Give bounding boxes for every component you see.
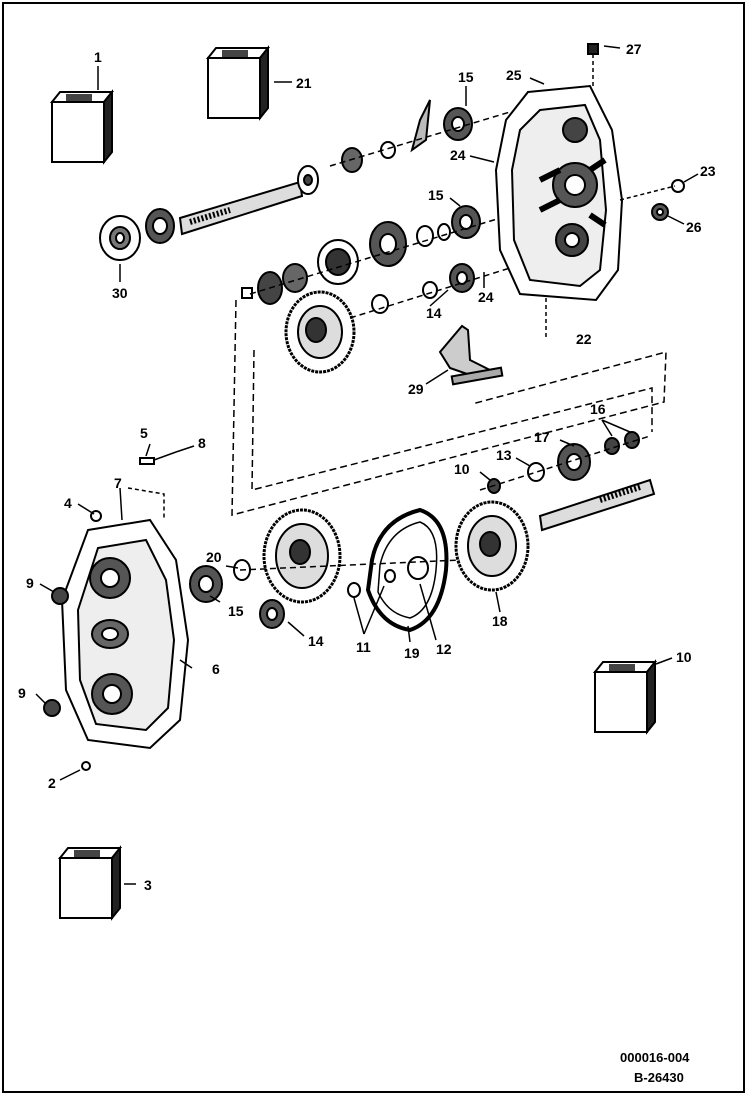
- callout-13: 13: [496, 447, 512, 463]
- callout-14-bottom: 14: [308, 633, 324, 649]
- callout-labels: 1 21 27 15 25 24 23 26 15 24 14 30 22 29…: [18, 41, 716, 893]
- kit-box-3: [59, 847, 121, 919]
- kit-box-1: [51, 91, 113, 163]
- callout-22: 22: [576, 331, 592, 347]
- callout-1: 1: [94, 49, 102, 65]
- callout-18: 18: [492, 613, 508, 629]
- left-housing: [43, 451, 190, 771]
- callout-12: 12: [436, 641, 452, 657]
- callout-25: 25: [506, 67, 522, 83]
- callout-19: 19: [404, 645, 420, 661]
- callout-3: 3: [144, 877, 152, 893]
- callout-27: 27: [626, 41, 642, 57]
- kit-box-21: [207, 47, 269, 119]
- callout-14-top: 14: [426, 305, 442, 321]
- callout-24-mid: 24: [478, 289, 494, 305]
- callout-10: 10: [676, 649, 692, 665]
- callout-17: 17: [534, 429, 550, 445]
- callout-24-top: 24: [450, 147, 466, 163]
- lower-gear-train: [189, 431, 656, 633]
- leader-lines: [35, 45, 699, 885]
- callout-23: 23: [700, 163, 716, 179]
- callout-15-bottom: 15: [228, 603, 244, 619]
- kit-box-10: [594, 661, 656, 733]
- callout-26: 26: [686, 219, 702, 235]
- callout-11: 11: [356, 639, 371, 655]
- callout-20: 20: [206, 549, 222, 565]
- callout-7: 7: [114, 475, 122, 491]
- callout-9-lower: 9: [18, 685, 26, 701]
- callout-8: 8: [198, 435, 206, 451]
- callout-6: 6: [212, 661, 220, 677]
- callout-2: 2: [48, 775, 56, 791]
- callout-29: 29: [408, 381, 424, 397]
- drawing-sheet-number: B-26430: [634, 1070, 684, 1085]
- middle-shaft-assembly: [241, 205, 521, 374]
- callout-16: 16: [590, 401, 606, 417]
- assembly-frame-lines: [231, 299, 667, 516]
- shift-fork: [438, 324, 504, 386]
- callout-9-upper: 9: [26, 575, 34, 591]
- callout-21: 21: [296, 75, 312, 91]
- top-shaft-assembly: [99, 99, 511, 261]
- right-housing: [494, 43, 685, 340]
- callout-4: 4: [64, 495, 72, 511]
- callout-30: 30: [112, 285, 128, 301]
- callout-15-mid: 15: [428, 187, 444, 203]
- drawing-ref-code: 000016-004: [620, 1050, 690, 1065]
- callout-10-mid: 10: [454, 461, 470, 477]
- callout-15-top: 15: [458, 69, 474, 85]
- callout-5: 5: [140, 425, 148, 441]
